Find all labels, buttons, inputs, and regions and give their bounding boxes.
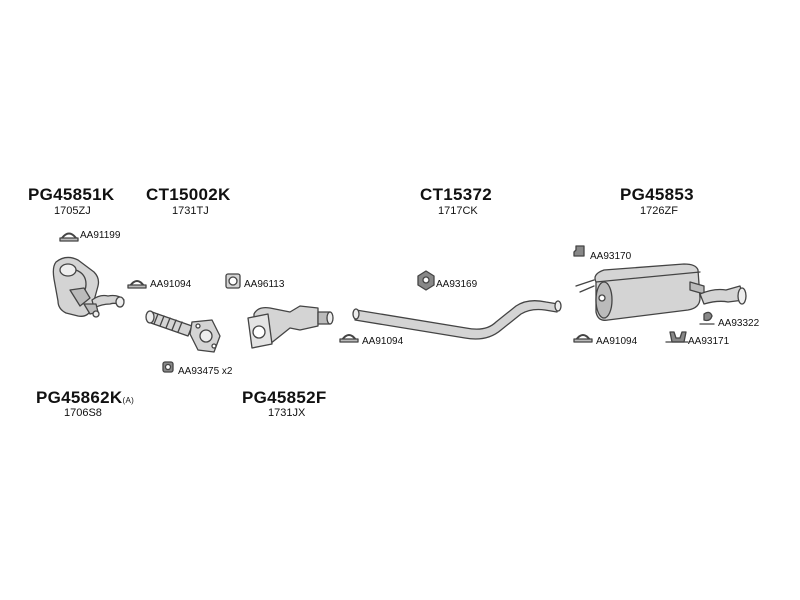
group-ref-1731tj: 1731TJ bbox=[172, 205, 209, 217]
bracket-aa93170-icon bbox=[573, 245, 585, 257]
group-code-ct15002k: CT15002K bbox=[146, 185, 231, 204]
group-code-pg45852f: PG45852F bbox=[242, 388, 327, 407]
part-label-aa93322: AA93322 bbox=[718, 318, 760, 329]
flex-pipe-icon bbox=[145, 310, 221, 353]
group-ref-1706s8: 1706S8 bbox=[64, 407, 102, 419]
group-ref-1726zf: 1726ZF bbox=[640, 205, 678, 217]
group-suffix-a: (A) bbox=[122, 396, 135, 405]
part-label-aa91094-c: AA91094 bbox=[596, 336, 638, 347]
group-ref-1717ck: 1717CK bbox=[438, 205, 478, 217]
part-label-aa93171: AA93171 bbox=[688, 336, 730, 347]
group-code-pg45851k: PG45851K bbox=[28, 185, 115, 204]
group-ref-1731jx: 1731JX bbox=[268, 407, 306, 419]
part-label-aa93475: AA93475 x2 bbox=[178, 366, 233, 377]
particulate-filter-icon bbox=[247, 305, 334, 349]
group-code-pg45853: PG45853 bbox=[620, 185, 694, 204]
clamp-aa91199-icon bbox=[59, 232, 79, 242]
clamp-aa91094-a-icon bbox=[127, 280, 147, 289]
group-code-pg45862k-text: PG45862K bbox=[36, 388, 123, 407]
group-ref-1705zj: 1705ZJ bbox=[54, 205, 91, 217]
middle-pipe-icon bbox=[352, 300, 562, 340]
part-label-aa91199: AA91199 bbox=[80, 230, 121, 241]
part-label-aa93170: AA93170 bbox=[590, 251, 632, 262]
part-label-aa91094-a: AA91094 bbox=[150, 279, 192, 290]
catalytic-converter-icon bbox=[52, 256, 125, 318]
group-code-pg45862k: PG45862K(A) bbox=[36, 388, 134, 408]
rubber-mount-aa93169-icon bbox=[417, 270, 435, 291]
gasket-aa96113-icon bbox=[225, 273, 241, 289]
hanger-aa93322-icon bbox=[699, 311, 715, 325]
part-label-aa91094-b: AA91094 bbox=[362, 336, 404, 347]
bracket-aa93171-icon bbox=[665, 331, 689, 343]
group-code-ct15372: CT15372 bbox=[420, 185, 493, 204]
part-label-aa96113: AA96113 bbox=[244, 279, 285, 290]
clamp-aa91094-b-icon bbox=[339, 334, 359, 343]
rear-silencer-icon bbox=[575, 263, 747, 321]
nut-aa93475-icon bbox=[162, 361, 174, 373]
part-label-aa93169: AA93169 bbox=[436, 279, 478, 290]
clamp-aa91094-c-icon bbox=[573, 334, 593, 343]
